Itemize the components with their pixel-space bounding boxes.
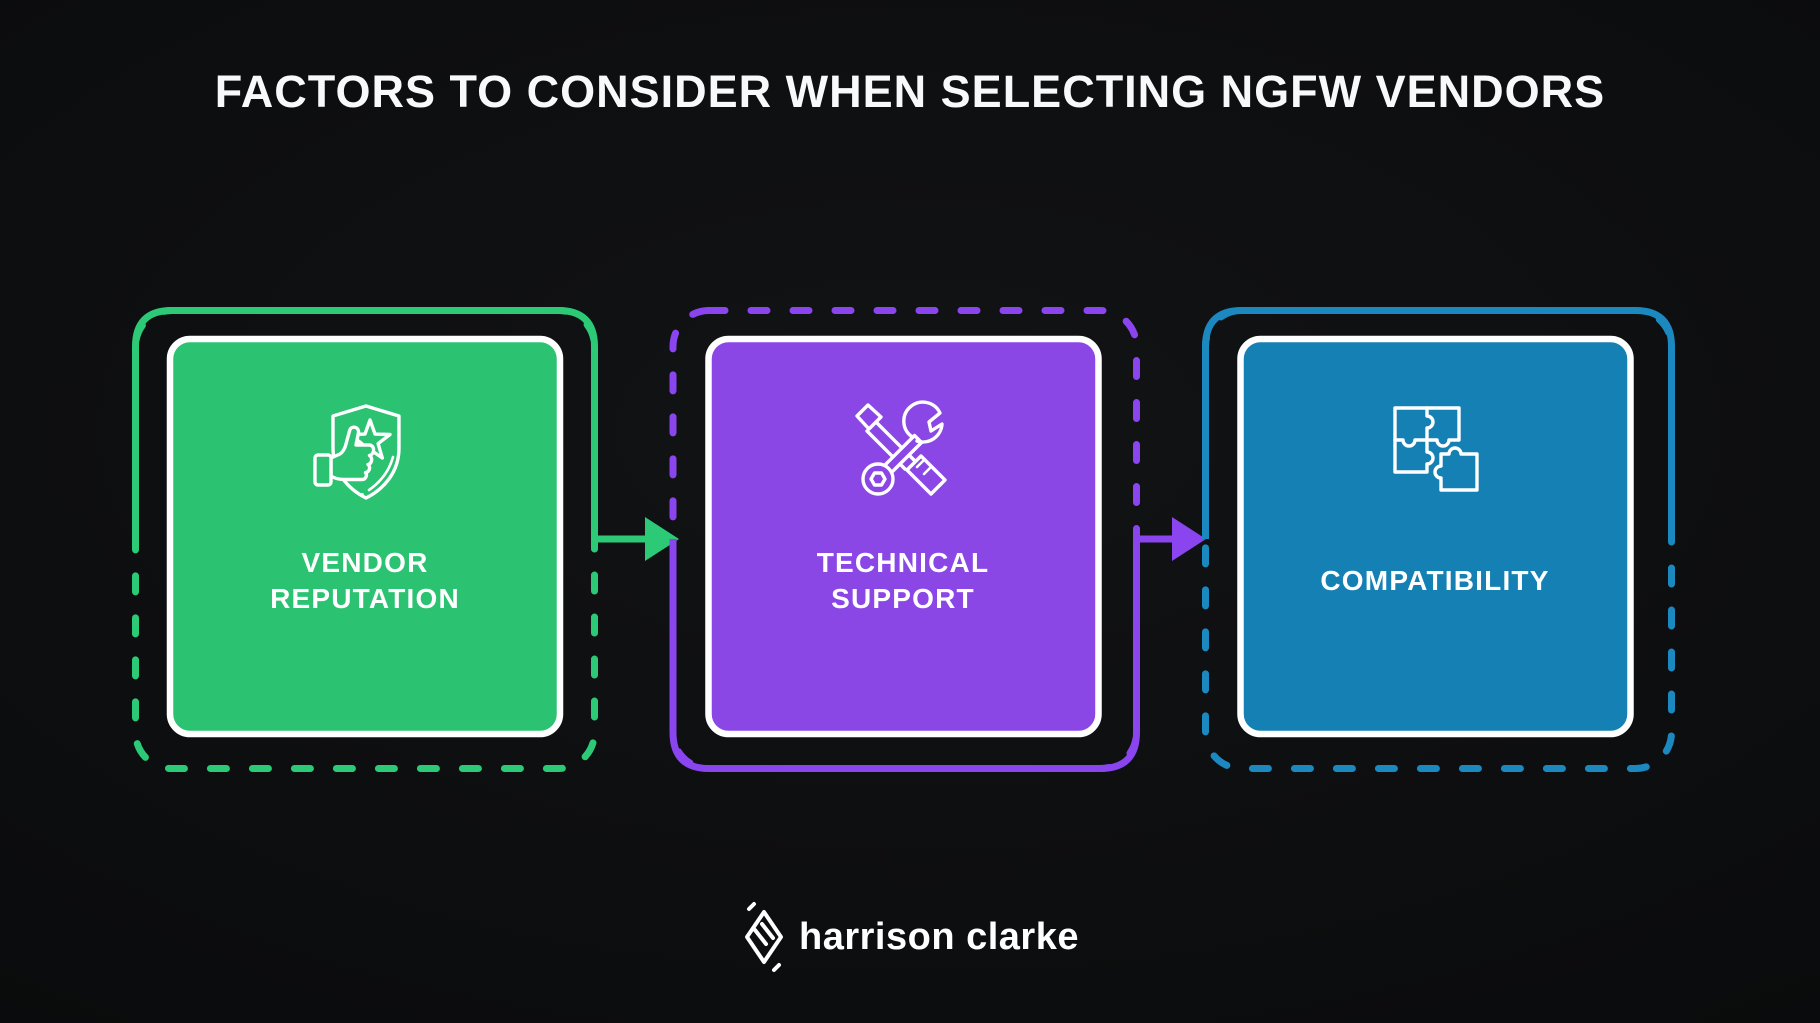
card-surface (166, 335, 564, 738)
label-line: TECHNICAL (816, 547, 990, 578)
solid-flow-border (132, 307, 646, 543)
label-line: VENDOR (301, 547, 429, 578)
dashed-frame (1202, 307, 1675, 772)
label-line: SUPPORT (831, 583, 975, 614)
brand-logo: harrison clarke (0, 898, 1820, 976)
arrow-to-technical-support (645, 517, 679, 561)
card-surface (705, 335, 1102, 738)
solid-flow-border (1202, 307, 1675, 539)
card-vendor-reputation (132, 307, 679, 772)
crossed-wrench-screwdriver-icon (855, 400, 947, 496)
solid-flow-border (669, 535, 1173, 772)
puzzle-pieces-icon (1393, 406, 1479, 492)
shield-star-thumbs-up-icon (313, 404, 401, 500)
card-label-vendor-reputation: VENDOR REPUTATION (170, 544, 560, 618)
label-line: REPUTATION (270, 583, 460, 614)
card-label-compatibility: COMPATIBILITY (1240, 544, 1630, 618)
brand-name: harrison clarke (799, 915, 1079, 958)
diamond-s-icon (745, 902, 783, 972)
label-line: COMPATIBILITY (1320, 565, 1550, 596)
card-surface (1237, 335, 1634, 738)
arrow-to-compatibility (1172, 517, 1206, 561)
card-label-technical-support: TECHNICAL SUPPORT (708, 544, 1098, 618)
page-title: FACTORS TO CONSIDER WHEN SELECTING NGFW … (214, 66, 1606, 117)
card-compatibility (1202, 307, 1675, 772)
card-technical-support (669, 307, 1206, 772)
